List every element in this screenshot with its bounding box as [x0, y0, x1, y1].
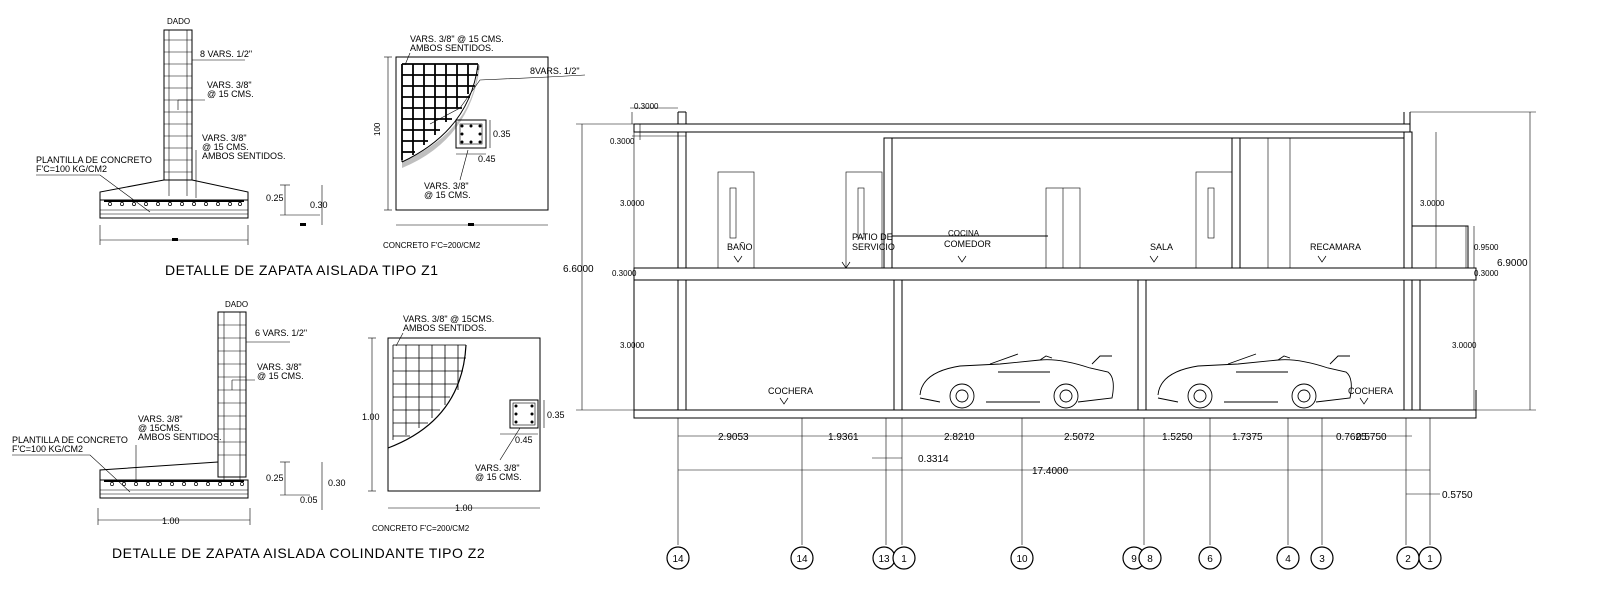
dim-small: 0.3314: [918, 454, 949, 465]
axis-3: 1: [901, 554, 907, 565]
z2-plantilla-1: PLANTILLA DE CONCRETO: [12, 435, 128, 445]
z2-dim-005: 0.05: [300, 495, 318, 505]
axis-6: 8: [1147, 554, 1153, 565]
z1-plantilla-2: F'C=100 KG/CM2: [36, 164, 107, 174]
z1-bars-main: 8 VARS. 1/2": [200, 49, 252, 59]
z2-stirrups-1: VARS. 3/8": [257, 362, 302, 372]
z1-base-bars-1: VARS. 3/8": [202, 133, 247, 143]
level-total-left: 6.6000: [563, 264, 594, 275]
z2-plan-top-1: VARS. 3/8" @ 15CMS.: [403, 314, 494, 324]
z1-plan-top-2: AMBOS SENTIDOS.: [410, 43, 494, 53]
z2-plan-side: 1.00: [362, 412, 380, 422]
dim-total: 17.4000: [1032, 466, 1069, 477]
z2-base-bars-2: @ 15CMS.: [138, 423, 182, 433]
axis-7: 6: [1207, 554, 1213, 565]
level-total-right: 6.9000: [1497, 258, 1528, 269]
dim-7: 0.5750: [1356, 432, 1387, 443]
dim-5: 1.7375: [1232, 432, 1263, 443]
z2-bars-main: 6 VARS. 1/2": [255, 328, 307, 338]
z1-elevation: DADO 8 VARS: [36, 17, 439, 278]
z2-plan-035: 0.35: [547, 410, 565, 420]
z1-plan: 100 0.35 0.45 VARS. 3/8": [373, 34, 586, 250]
z2-dado-label: DADO: [225, 300, 248, 309]
z1-dim-025: 0.25: [266, 193, 284, 203]
axis-4: 10: [1016, 554, 1028, 565]
z1-dim-030: 0.30: [310, 200, 328, 210]
z2-base-bars-3: AMBOS SENTIDOS.: [138, 432, 222, 442]
dim-6: 0.7625: [1336, 432, 1367, 443]
dim-3: 2.5072: [1064, 432, 1095, 443]
z1-plan-vars-2: @ 15 CMS.: [424, 190, 471, 200]
room-sala: SALA: [1150, 242, 1173, 252]
level-parapet-left: 0.3000: [610, 137, 635, 146]
z1-plan-top-1: VARS. 3/8" @ 15 CMS.: [410, 34, 504, 44]
axis-2: 13: [878, 554, 890, 565]
room-patio-2: SERVICIO: [852, 242, 895, 252]
z2-plan: 1.00 1.00 0.35 0.45 VARS. 3/8" @ 15CMS. …: [362, 314, 565, 533]
z2-base-bars-1: VARS. 3/8": [138, 414, 183, 424]
axis-8: 4: [1285, 554, 1291, 565]
z2-concreto: CONCRETO F'C=200/CM2: [372, 524, 470, 533]
axis-11: 1: [1427, 554, 1433, 565]
level-window-right: 0.9500: [1474, 243, 1499, 252]
z1-plan-045: 0.45: [478, 154, 496, 164]
z1-title: DETALLE DE ZAPATA AISLADA TIPO Z1: [165, 262, 439, 278]
dim-0: 2.9053: [718, 432, 749, 443]
z1-plan-035: 0.35: [493, 129, 511, 139]
level-slab-right: 0.3000: [1474, 269, 1499, 278]
z1-stirrups-1: VARS. 3/8": [207, 80, 252, 90]
axis-1: 14: [796, 554, 808, 565]
level-upper-h-left: 3.0000: [620, 199, 645, 208]
dim-1: 1.9361: [828, 432, 859, 443]
dim-4: 1.5250: [1162, 432, 1193, 443]
z2-elevation: DADO 1.00 6 VARS. 1/2" VARS.: [12, 300, 485, 561]
room-cocina-2: COMEDOR: [944, 239, 992, 249]
z1-plan-side: 100: [373, 122, 382, 136]
room-cochera-right: COCHERA: [1348, 386, 1393, 396]
building-section: BAÑO PATIO DE SERVICIO COCINA COMEDOR SA…: [563, 102, 1536, 570]
z2-stirrups-2: @ 15 CMS.: [257, 371, 304, 381]
z1-concreto: CONCRETO F'C=200/CM2: [383, 241, 481, 250]
level-slab-left: 0.3000: [612, 269, 637, 278]
z2-title: DETALLE DE ZAPATA AISLADA COLINDANTE TIP…: [112, 545, 485, 561]
level-parapet-top: 0.3000: [634, 102, 659, 111]
car-1: [919, 353, 1114, 409]
z2-dim-025: 0.25: [266, 473, 284, 483]
axis-0: 14: [672, 554, 684, 565]
room-cocina-1: COCINA: [948, 229, 980, 238]
room-recamara: RECAMARA: [1310, 242, 1361, 252]
z1-base-bars-3: AMBOS SENTIDOS.: [202, 151, 286, 161]
z1-dado-label: DADO: [167, 17, 190, 26]
z1-plan-bars: 8VARS. 1/2": [530, 66, 580, 76]
z2-plantilla-2: F'C=100 KG/CM2: [12, 444, 83, 454]
z1-base-bars-2: @ 15 CMS.: [202, 142, 249, 152]
z2-plan-bottom: 1.00: [455, 503, 473, 513]
dim-2: 2.8210: [944, 432, 975, 443]
z2-plan-vars-2: @ 15 CMS.: [475, 472, 522, 482]
car-2: [1157, 353, 1352, 409]
z2-plan-045: 0.45: [515, 435, 533, 445]
axis-9: 3: [1319, 554, 1325, 565]
room-bano: BAÑO: [727, 242, 753, 252]
axis-5: 9: [1131, 554, 1137, 565]
axis-10: 2: [1405, 554, 1411, 565]
room-patio-1: PATIO DE: [852, 232, 893, 242]
z1-plantilla-1: PLANTILLA DE CONCRETO: [36, 155, 152, 165]
z1-plan-vars-1: VARS. 3/8": [424, 181, 469, 191]
level-lower-h-left: 3.0000: [620, 341, 645, 350]
z2-plan-top-2: AMBOS SENTIDOS.: [403, 323, 487, 333]
z1-stirrups-2: @ 15 CMS.: [207, 89, 254, 99]
z2-dim-030: 0.30: [328, 478, 346, 488]
level-lower-h-right: 3.0000: [1452, 341, 1477, 350]
z2-dim-100: 1.00: [162, 516, 180, 526]
dim-right: 0.5750: [1442, 490, 1473, 501]
room-cochera-left: COCHERA: [768, 386, 813, 396]
level-upper-h-right: 3.0000: [1420, 199, 1445, 208]
z2-plan-vars-1: VARS. 3/8": [475, 463, 520, 473]
